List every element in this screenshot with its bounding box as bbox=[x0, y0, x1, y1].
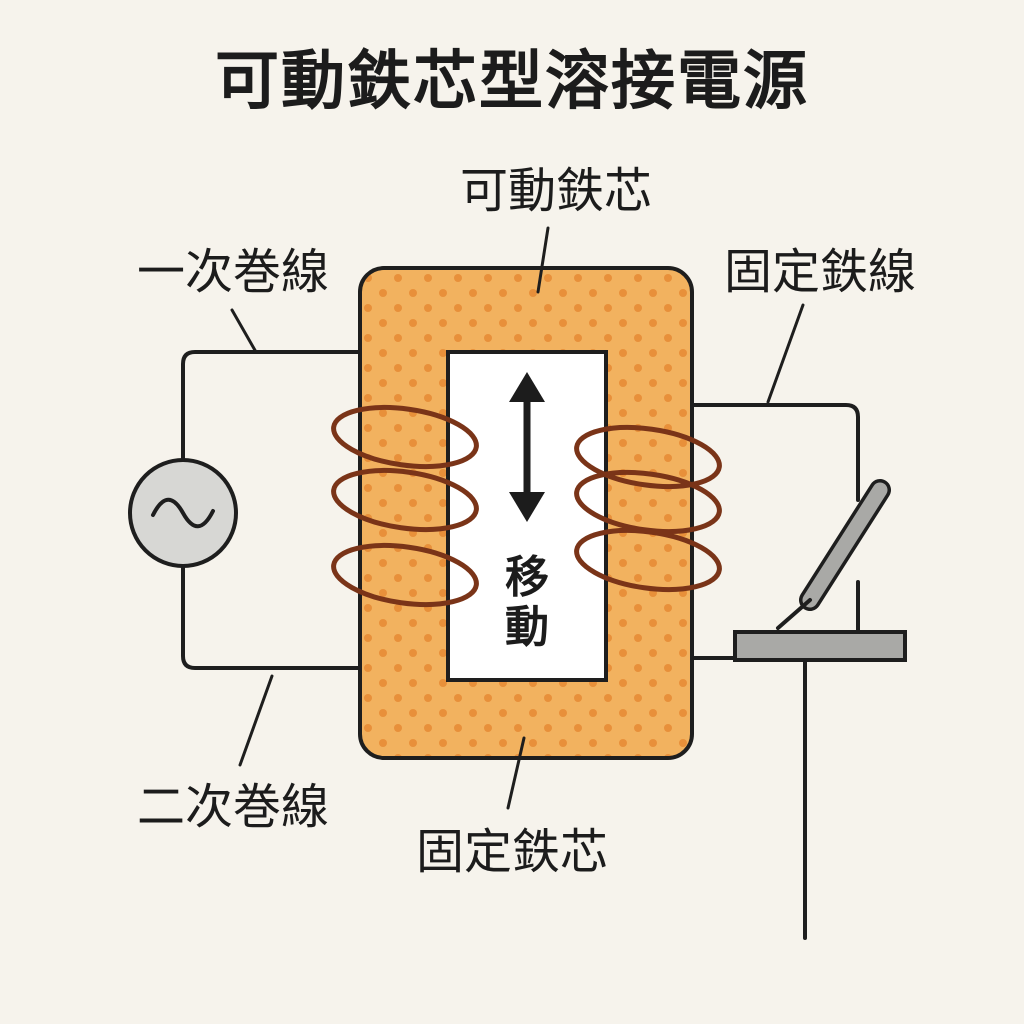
workpiece-plate-icon bbox=[733, 630, 907, 662]
label-secondary-winding: 二次巻線 bbox=[137, 779, 329, 835]
diagram-title: 可動鉄芯型溶接電源 bbox=[215, 45, 809, 119]
fixed-core-leader bbox=[506, 736, 526, 810]
primary-coil bbox=[331, 405, 479, 607]
secondary-coil bbox=[574, 425, 722, 592]
fixed-wire-leader bbox=[766, 303, 805, 404]
move-label-line2: 動 bbox=[505, 602, 549, 653]
movable-core-leader bbox=[536, 226, 550, 294]
label-movable-core: 可動鉄芯 bbox=[460, 163, 652, 219]
primary-winding-leader bbox=[230, 308, 258, 354]
ac-source-icon bbox=[128, 458, 238, 568]
welding-torch-icon bbox=[776, 479, 891, 630]
label-fixed-core: 固定鉄芯 bbox=[416, 824, 608, 880]
double-arrow-icon bbox=[509, 372, 545, 522]
secondary-winding-leader bbox=[238, 674, 274, 767]
primary-circuit-wire bbox=[181, 350, 362, 670]
label-primary-winding: 一次巻線 bbox=[137, 244, 329, 300]
output-circuit-wire bbox=[690, 403, 860, 502]
move-label-line1: 移 bbox=[505, 552, 549, 603]
label-fixed-wire: 固定鉄線 bbox=[724, 244, 916, 300]
